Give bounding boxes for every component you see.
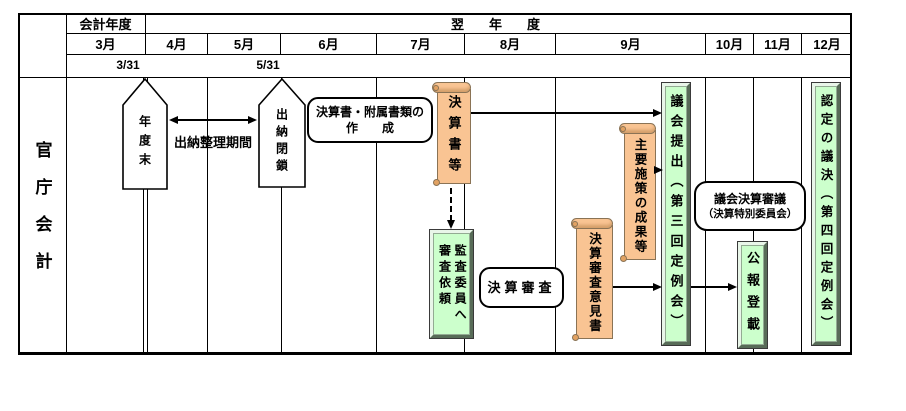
arrow-statements-to-audit-head [447,220,455,229]
settlement-audit-box: 決算審査 [479,267,564,308]
accounts-closing-label: 出納閉鎖 [274,108,289,176]
arrow-opinion-to-council-head [653,283,662,291]
gazette-publication-box: 公報登載 [738,242,767,348]
scroll-curl-top [620,125,626,132]
date-mark-5-31: 5/31 [256,58,280,72]
fiscal-year-end-label: 年度末 [137,114,152,172]
council-submission-box: 議会提出（第三回定例会） [662,83,690,345]
scroll-curl-bottom [433,179,440,186]
fiscal-year-cell: 会計年度 [66,13,145,33]
month-cell: 3月 [95,37,116,52]
month-cell: 6月 [280,33,376,54]
scroll-curl-bottom [620,255,627,262]
statements-preparation-line2: 作 成 [345,121,394,135]
scroll-curl-top [433,84,439,91]
header-rule-3 [18,77,852,78]
side-label-cell: 官庁会計 [18,77,66,353]
settlement-period-arrowhead-left [169,116,178,124]
date-mark-3-31: 3/31 [116,58,140,72]
arrow-statements-to-council-head [653,109,662,117]
arrow-council-to-gazette [691,286,729,288]
gridline-aug-sep [555,78,556,353]
month-cell: 12月 [801,33,852,54]
side-column-divider [66,13,67,355]
next-fiscal-year-cell: 翌 年 度 [145,13,852,33]
scroll-roll [432,82,471,93]
scroll-body [624,130,656,260]
month-cell: 11月 [753,33,801,54]
month-cell: 10月 [705,33,753,54]
scroll-body [576,225,613,339]
arrow-opinion-to-council [613,286,654,288]
arrow-statements-to-council [471,112,654,114]
gridline-jul-aug [464,78,465,353]
statements-preparation-line1: 決算書・附属書類の [315,104,424,119]
month-cell: 7月 [376,33,464,54]
approval-resolution-label: 認定の議決（第四回定例会） [818,93,833,335]
statements-preparation-box: 決算書・附属書類の 作 成 [307,97,433,143]
header-rule-2 [66,54,852,55]
gridline-3-31-b [147,78,148,353]
major-policies-label: 主要施策の成果等 [632,137,647,254]
settlement-period-arrowhead-right [248,116,257,124]
gridline-5-31 [281,78,282,353]
month-cell: 5月 [207,33,280,54]
scroll-roll [571,218,613,229]
council-deliberation-line2: （決算特別委員会） [702,208,798,220]
side-label: 官庁会計 [32,141,52,289]
pennant-shape [122,78,168,190]
audit-request-text: 監査委員へ 審査依頼 [436,244,468,324]
settlement-audit-label: 決算審査 [487,279,556,295]
audit-opinion-label: 決算審査意見書 [587,231,601,334]
fiscal-year-end-banner: 年度末 [122,78,168,190]
accounts-closing-banner: 出納閉鎖 [258,78,306,188]
pennant-shape [258,78,306,188]
arrow-council-to-gazette-head [728,283,737,291]
next-fiscal-year-label: 翌 年 度 [450,16,546,32]
month-cell: 9月 [555,33,705,54]
gridline-3-31-a [143,78,144,353]
arrow-policies-to-council-head [654,166,663,174]
settlement-period-arrow [176,119,250,121]
approval-resolution-box: 認定の議決（第四回定例会） [812,83,840,345]
month-cell: 4月 [145,33,207,54]
settlement-period-label: 出納整理期間 [173,135,252,150]
council-deliberation-box: 議会決算審議 （決算特別委員会） [694,181,806,231]
audit-request-line1: 監査委員へ [453,244,468,324]
audit-request-box: 監査委員へ 審査依頼 [430,230,473,338]
scroll-body [437,89,471,184]
fiscal-year-label: 会計年度 [79,16,132,32]
financial-statements-scroll: 決算書等 [432,82,471,186]
audit-request-line2: 審査依頼 [437,244,452,308]
council-submission-label: 議会提出（第三回定例会） [668,94,684,334]
header-rule-1 [66,33,852,34]
scroll-roll [619,123,656,134]
gridline-apr-may [207,78,208,353]
council-deliberation-line1: 議会決算審議 [713,191,786,206]
financial-statements-label: 決算書等 [446,95,462,179]
scroll-curl-top [572,220,578,227]
gridline-jun-jul [376,78,377,353]
audit-opinion-scroll: 決算審査意見書 [571,218,613,341]
gazette-publication-label: 公報登載 [745,251,760,339]
scroll-curl-bottom [572,334,579,341]
major-policies-scroll: 主要施策の成果等 [619,123,656,262]
arrow-statements-to-audit-dashed [450,188,452,221]
month-cell: 8月 [464,33,555,54]
